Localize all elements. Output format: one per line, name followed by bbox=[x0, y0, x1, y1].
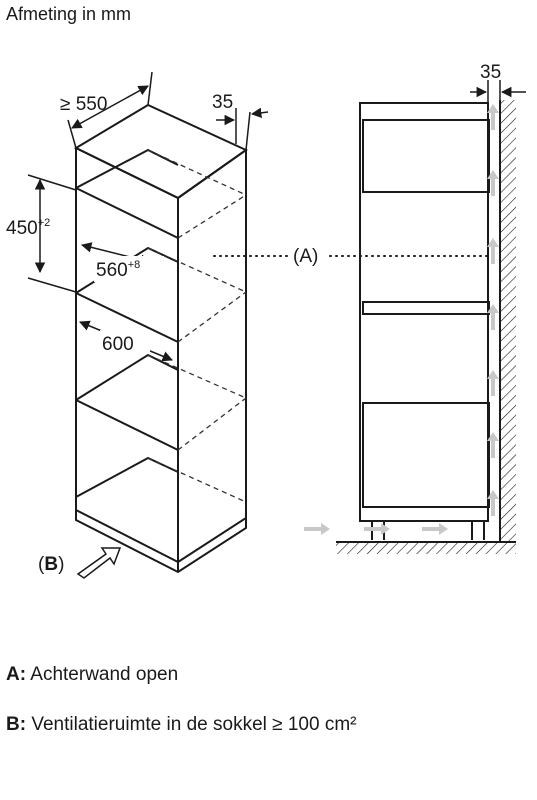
label-depth: ≥ 550 bbox=[60, 94, 107, 115]
label-bg-niche-width bbox=[94, 256, 164, 282]
cabinet-front-frame bbox=[75, 146, 179, 564]
label-side-gap-right: 35 bbox=[480, 62, 501, 83]
dim-depth bbox=[67, 71, 153, 149]
airflow-up-arrow-icon bbox=[487, 370, 499, 396]
airflow-right-arrow-icon bbox=[422, 523, 448, 535]
cabinet-top bbox=[73, 103, 248, 200]
label-bg-cabinet-width bbox=[100, 330, 150, 354]
cabinet-shelves bbox=[75, 148, 179, 498]
callout-b: (B) bbox=[38, 554, 64, 575]
label-niche-height: 450+2 bbox=[6, 217, 50, 239]
callout-a: (A) bbox=[293, 246, 318, 267]
airflow-up-arrow-icon bbox=[487, 170, 499, 196]
label-cabinet-width: 600 bbox=[102, 334, 134, 355]
section-appliance bbox=[362, 402, 490, 508]
arrow-b-icon bbox=[76, 547, 122, 579]
wall-hatching bbox=[500, 100, 516, 542]
diagram-title: Afmeting in mm bbox=[6, 4, 132, 24]
floor-hatching bbox=[336, 542, 516, 554]
airflow-right-arrow-icon bbox=[304, 523, 330, 535]
legend-text-b: Ventilatieruimte in de sokkel ≥ 100 cm² bbox=[26, 714, 357, 735]
cabinet-side bbox=[177, 148, 247, 564]
dim-side-gap-right bbox=[470, 80, 526, 103]
airflow-up-arrow-icon bbox=[487, 490, 499, 516]
legend-text-a: Achterwand open bbox=[26, 664, 179, 685]
label-niche-width: 560+8 bbox=[96, 259, 140, 281]
legend-item-b: B: Ventilatieruimte in de sokkel ≥ 100 c… bbox=[6, 714, 356, 736]
label-side-gap-left: 35 bbox=[212, 92, 233, 113]
airflow-arrows bbox=[304, 104, 499, 535]
airflow-up-arrow-icon bbox=[487, 304, 499, 330]
section-top-box bbox=[362, 119, 490, 193]
section-shelf bbox=[362, 301, 490, 315]
section-outline bbox=[359, 102, 489, 522]
airflow-up-arrow-icon bbox=[487, 432, 499, 458]
legend-key-b: B: bbox=[6, 714, 27, 735]
cabinet-section bbox=[359, 102, 490, 540]
cabinet-hidden-edges bbox=[147, 149, 247, 503]
dim-niche-height bbox=[27, 174, 77, 293]
airflow-right-arrow-icon bbox=[364, 523, 390, 535]
dim-side-gap-left bbox=[216, 107, 269, 151]
airflow-up-arrow-icon bbox=[487, 104, 499, 130]
legend-key-a: A: bbox=[6, 664, 27, 685]
legend-item-a: A: Achterwand open bbox=[6, 664, 178, 686]
airflow-up-arrow-icon bbox=[487, 238, 499, 264]
cabinet-plinth bbox=[75, 510, 247, 574]
